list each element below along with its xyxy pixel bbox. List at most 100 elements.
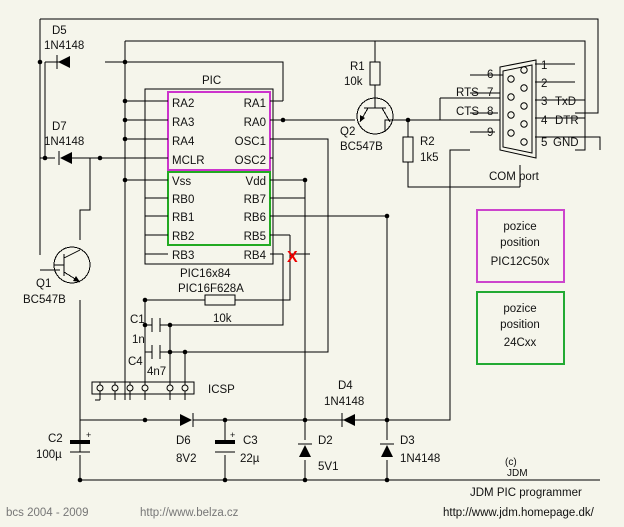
- wires: [39, 18, 601, 481]
- d3-part: 1N4148: [400, 453, 440, 465]
- c1-ref: C1: [130, 314, 145, 326]
- com-pin-8: 8: [487, 106, 493, 118]
- pos1-line2: position: [500, 237, 540, 249]
- com-pin-5: 5: [541, 137, 547, 149]
- pin-vss: Vss: [172, 176, 191, 188]
- svg-text:+: +: [230, 430, 235, 440]
- diode-d3: D3 1N4148: [380, 435, 440, 465]
- q2-part: BC547B: [340, 141, 383, 153]
- c2-value: 100µ: [36, 449, 62, 461]
- pin-rb0: RB0: [172, 194, 194, 206]
- pin-ra0: RA0: [244, 117, 266, 129]
- icsp-header: ICSP: [91, 381, 235, 396]
- com-cts: CTS: [456, 106, 479, 118]
- r2-ref: R2: [420, 136, 435, 148]
- d4-part: 1N4148: [324, 396, 364, 408]
- c3-ref: C3: [243, 435, 258, 447]
- q1-ref: Q1: [36, 278, 51, 290]
- pic-part-2: PIC16F628A: [178, 283, 244, 295]
- capacitor-c1: C1 1n: [130, 314, 161, 346]
- d6-value: 8V2: [176, 453, 196, 465]
- footer-url-belza[interactable]: http://www.belza.cz: [140, 507, 239, 519]
- pin-osc2: OSC2: [235, 155, 266, 167]
- com-pin-6: 6: [487, 69, 493, 81]
- com-gnd: GND: [553, 137, 579, 149]
- d7-ref: D7: [52, 121, 67, 133]
- transistor-q2: Q2 BC547B: [340, 97, 394, 153]
- d4-ref: D4: [338, 380, 353, 392]
- q2-ref: Q2: [340, 126, 355, 138]
- d2-ref: D2: [318, 435, 333, 447]
- footer: (c) JDM JDM PIC programmer bcs 2004 - 20…: [6, 457, 595, 519]
- pos2-line2: position: [500, 319, 540, 331]
- r-rb-value: 10k: [213, 313, 232, 325]
- r2-value: 1k5: [420, 152, 439, 164]
- com-dtr: DTR: [555, 115, 579, 127]
- pin-rb7: RB7: [244, 194, 266, 206]
- diode-d7: D7 1N4148: [44, 121, 84, 165]
- d2-value: 5V1: [318, 461, 338, 473]
- svg-text:+: +: [86, 430, 91, 440]
- pin-osc1: OSC1: [235, 136, 266, 148]
- pos2-line3: 24Cxx: [504, 337, 537, 349]
- diode-d5: D5 1N4148: [44, 25, 84, 69]
- pin-ra1: RA1: [244, 98, 266, 110]
- footer-title: JDM PIC programmer: [470, 487, 582, 499]
- pos1-line3: PIC12C50x: [491, 256, 550, 268]
- pin-rb6: RB6: [244, 212, 266, 224]
- d3-ref: D3: [400, 435, 415, 447]
- c4-ref: C4: [128, 356, 143, 368]
- com-rts: RTS: [456, 87, 479, 99]
- pin-vdd: Vdd: [246, 176, 266, 188]
- r1-ref: R1: [350, 61, 365, 73]
- com-port-connector: 1 2 3 4 5 TxD DTR GND 6 7 8 9 RTS CTS CO…: [456, 59, 579, 183]
- icsp-label: ICSP: [208, 384, 235, 396]
- capacitor-c3: + C3 22µ: [215, 430, 260, 465]
- com-label: COM port: [489, 171, 540, 183]
- pin-mclr: MCLR: [172, 155, 205, 167]
- pin-ra2: RA2: [172, 98, 194, 110]
- transistor-q1: Q1 BC547B: [23, 246, 91, 306]
- c2-ref: C2: [48, 433, 63, 445]
- cut-mark: X: [287, 249, 298, 266]
- pic-part-1: PIC16x84: [180, 268, 231, 280]
- capacitor-c2: + C2 100µ: [36, 430, 91, 461]
- pos1-line1: pozice: [503, 221, 536, 233]
- pin-rb1: RB1: [172, 212, 194, 224]
- junction-dots: [37, 59, 411, 483]
- com-pin-7: 7: [487, 87, 493, 99]
- com-pin-2: 2: [541, 78, 547, 90]
- diode-d4: D4 1N4148: [324, 380, 364, 427]
- zener-d2: D2 5V1: [298, 435, 338, 473]
- resistor-r2: R2 1k5: [402, 136, 439, 164]
- q1-part: BC547B: [23, 294, 66, 306]
- pin-rb5: RB5: [244, 231, 266, 243]
- pin-ra3: RA3: [172, 117, 194, 129]
- c3-value: 22µ: [240, 453, 260, 465]
- footer-copyright: (c): [505, 457, 517, 468]
- com-pin-1: 1: [541, 60, 547, 72]
- resistor-r1: R1 10k: [344, 61, 381, 88]
- d6-ref: D6: [176, 435, 191, 447]
- diode-d6: D6 8V2: [176, 413, 200, 465]
- c4-value: 4n7: [147, 366, 166, 378]
- pin-rb3: RB3: [172, 250, 194, 262]
- footer-credit: bcs 2004 - 2009: [6, 507, 88, 519]
- d7-part: 1N4148: [44, 136, 84, 148]
- com-pin-9: 9: [487, 127, 493, 139]
- pos2-line1: pozice: [503, 303, 536, 315]
- pic-chip: PIC RA2 RA3 RA4 MCLR Vss RB0 RB1 RB2 RB3…: [144, 75, 274, 295]
- d5-ref: D5: [52, 25, 67, 37]
- resistor-10k: 10k: [204, 294, 236, 325]
- footer-url-jdm[interactable]: http://www.jdm.homepage.dk/: [443, 507, 595, 519]
- c1-value: 1n: [132, 334, 145, 346]
- pic-title: PIC: [202, 75, 221, 87]
- pin-rb4: RB4: [244, 250, 267, 262]
- position-box-pic12c50x: pozice position PIC12C50x: [476, 209, 565, 283]
- com-txd: TxD: [555, 96, 576, 108]
- capacitor-c4: C4 4n7: [128, 345, 166, 378]
- r1-value: 10k: [344, 76, 363, 88]
- com-pin-3: 3: [541, 96, 547, 108]
- footer-jdm: JDM: [507, 468, 528, 479]
